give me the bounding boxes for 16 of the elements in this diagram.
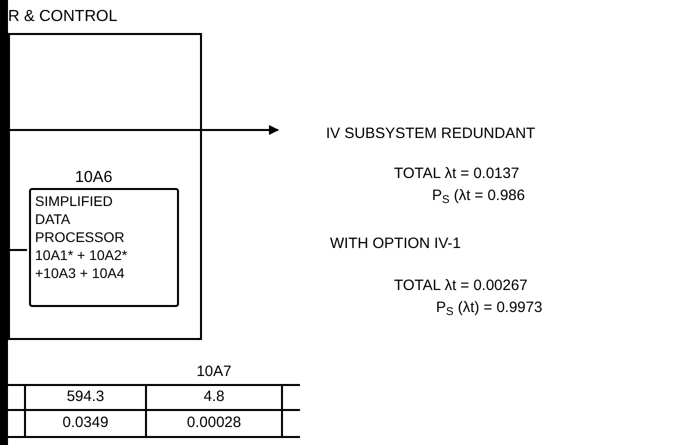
formula-text: TOTAL λt = 0.0137 bbox=[394, 164, 520, 184]
column-heading: 10A7 bbox=[195, 362, 233, 382]
box-text: SIMPLIFIED DATA PROCESSOR 10A1* + 10A2* +10A3 + 10A4 bbox=[35, 192, 128, 282]
option-heading: WITH OPTION IV-1 bbox=[330, 234, 461, 254]
formula-text: TOTAL λt = 0.00267 bbox=[394, 276, 528, 296]
connector-arrow bbox=[8, 125, 279, 135]
formula-text: P$_{S}$ (λt = 0.986 bbox=[432, 186, 525, 206]
box-heading: R & CONTROL bbox=[8, 7, 118, 27]
bus-bar bbox=[0, 0, 8, 445]
table-value: 594.3 bbox=[66, 387, 106, 407]
formula-text: P$_{S}$ (λt) = 0.9973 bbox=[436, 298, 542, 318]
table-value: 0.0349 bbox=[62, 413, 110, 433]
table-value: 4.8 bbox=[202, 387, 226, 407]
table-value: 0.00028 bbox=[186, 413, 242, 433]
box-heading: 10A6 bbox=[75, 168, 112, 188]
subsystem-heading: IV SUBSYSTEM REDUNDANT bbox=[326, 124, 536, 144]
